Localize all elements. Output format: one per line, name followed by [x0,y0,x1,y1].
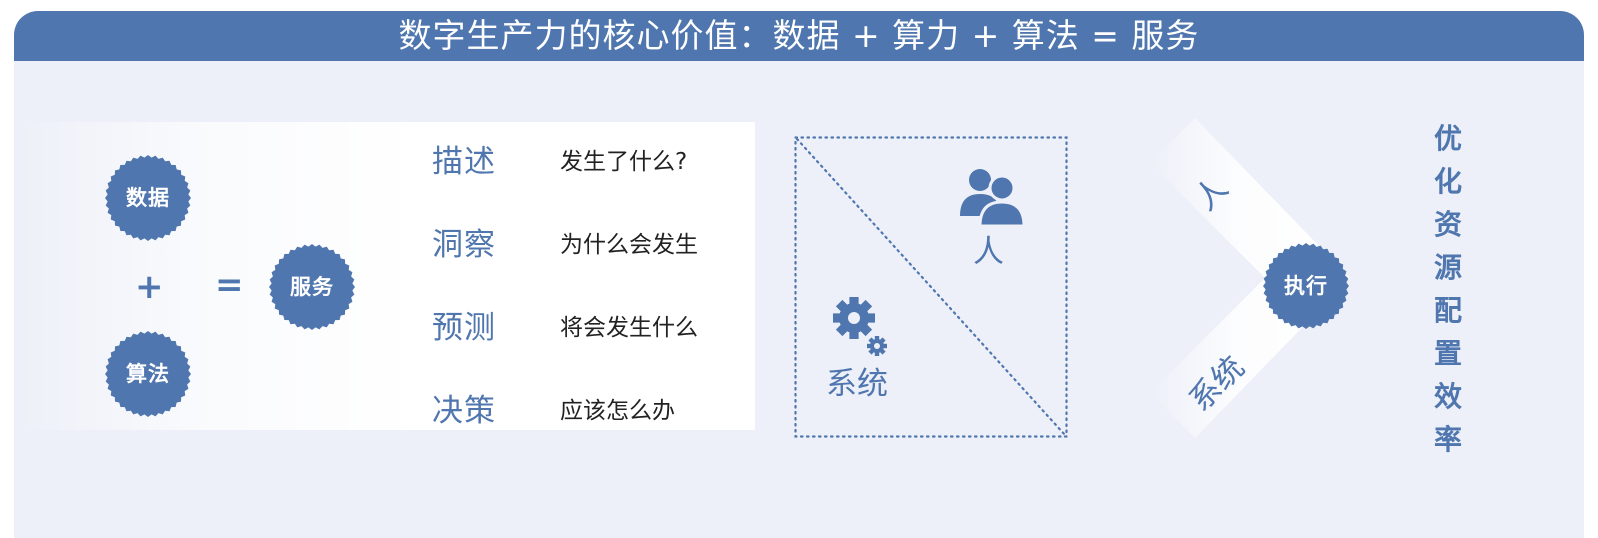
seal-execute: 执行 [1262,242,1350,330]
stage-term: 预测 [432,310,496,346]
outcome-vertical-text: 优化资源配置效率 [1428,117,1468,461]
seal-data-label: 数据 [126,186,170,210]
stage-question: 应该怎么办 [560,398,675,424]
stage-question: 为什么会发生 [560,232,698,258]
outcome-char: 优 [1433,122,1462,155]
seal-badge-icon [105,331,191,417]
seal-service: 服务 [268,243,356,331]
equals-sign: = [215,265,244,305]
seal-service-label: 服务 [290,275,334,299]
role-person-label: 人 [973,234,1004,270]
chevron-arrow-icon [1150,118,1350,438]
seal-badge-icon [1263,243,1349,329]
outcome-char: 效 [1433,380,1462,413]
dotted-diagonal [795,137,1067,437]
outcome-char: 化 [1433,165,1462,198]
seal-data: 数据 [104,154,192,242]
outcome-char: 置 [1433,337,1462,370]
seal-badge-icon [269,244,355,330]
outcome-char: 率 [1433,423,1462,456]
stage-question: 发生了什么? [560,149,688,175]
gears-icon [833,297,887,356]
stage-term: 洞察 [432,227,496,263]
seal-execute-label: 执行 [1284,274,1328,298]
seal-algorithm-label: 算法 [126,362,170,386]
stage-question: 将会发生什么 [560,315,698,341]
users-icon [960,169,1026,228]
outcome-char: 资 [1433,208,1462,241]
dotted-border [794,136,1068,438]
stage-term: 描述 [432,144,496,180]
outcome-char: 源 [1433,251,1462,284]
page-title: 数字生产力的核心价值：数据 + 算力 + 算法 = 服务 [14,11,1584,61]
role-system-label: 系统 [826,366,888,402]
seal-badge-icon [105,155,191,241]
stage-term: 决策 [432,393,496,429]
human-system-box [794,136,1068,438]
plus-sign: + [135,267,164,307]
seal-algorithm: 算法 [104,330,192,418]
outcome-char: 配 [1433,294,1462,327]
